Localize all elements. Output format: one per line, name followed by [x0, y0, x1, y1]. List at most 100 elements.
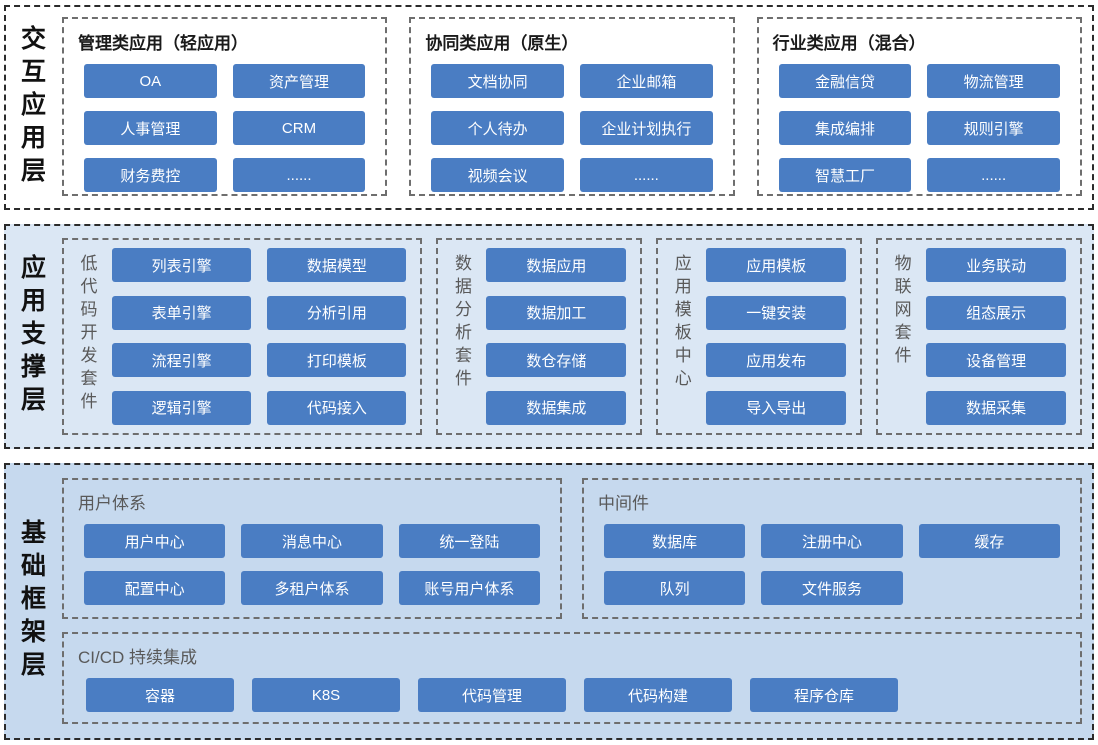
layer-basic-framework: 基础框架层 用户体系用户中心消息中心统一登陆配置中心多租户体系账号用户体系中间件…	[4, 463, 1094, 740]
suite-label: 应用模板中心	[668, 248, 694, 425]
button-grid: OA 资产管理人事管理 CRM 财务费控......	[78, 64, 371, 192]
framework-box: 用户体系用户中心消息中心统一登陆配置中心多租户体系账号用户体系	[62, 478, 562, 619]
button-grid: 应用模板一键安装应用发布导入导出	[702, 248, 850, 425]
application-section: 管理类应用（轻应用） OA 资产管理人事管理 CRM 财务费控......	[62, 17, 387, 196]
diagram-node-button: 数据加工	[486, 296, 626, 330]
diagram-node-button: 容器	[86, 678, 234, 712]
suite-box: 数据分析套件数据应用数据加工数仓存储数据集成	[436, 238, 642, 435]
diagram-node-button: 注册中心	[761, 524, 902, 558]
diagram-node-button: 缓存	[919, 524, 1060, 558]
diagram-node-button: OA	[84, 64, 217, 98]
box-title: CI/CD 持续集成	[78, 643, 1066, 668]
diagram-node-button: 集成编排	[779, 111, 912, 145]
button-grid: 用户中心消息中心统一登陆配置中心多租户体系账号用户体系	[78, 524, 546, 605]
diagram-node-button: 数据模型	[267, 248, 406, 282]
layer-label-interaction: 交互应用层	[6, 7, 56, 208]
diagram-node-button: 逻辑引擎	[112, 391, 251, 425]
diagram-node-button: 用户中心	[84, 524, 225, 558]
diagram-node-button: 数仓存储	[486, 343, 626, 377]
diagram-node-button: 列表引擎	[112, 248, 251, 282]
layer-label-text: 交互应用层	[19, 25, 44, 190]
diagram-node-button: 文档协同	[431, 64, 564, 98]
diagram-node-button: 账号用户体系	[399, 571, 540, 605]
suite-box: 应用模板中心应用模板一键安装应用发布导入导出	[656, 238, 862, 435]
diagram-node-button: ......	[927, 158, 1060, 192]
suite-label-text: 物联网套件	[893, 254, 910, 425]
diagram-node-button: ......	[580, 158, 713, 192]
diagram-node-button: 一键安装	[706, 296, 846, 330]
diagram-node-button: 打印模板	[267, 343, 406, 377]
button-grid: 数据库注册中心缓存队列文件服务	[598, 524, 1066, 605]
diagram-node-button: 消息中心	[241, 524, 382, 558]
suite-label: 物联网套件	[888, 248, 914, 425]
button-grid: 数据应用数据加工数仓存储数据集成	[482, 248, 630, 425]
box-title: 用户体系	[78, 489, 546, 514]
diagram-node-button: 智慧工厂	[779, 158, 912, 192]
diagram-node-button: 导入导出	[706, 391, 846, 425]
diagram-node-button: 统一登陆	[399, 524, 540, 558]
suite-label: 低代码开发套件	[74, 248, 100, 425]
layer-interaction-application: 交互应用层 管理类应用（轻应用）OA资产管理人事管理CRM财务费控......协…	[4, 5, 1094, 210]
framework-box: CI/CD 持续集成容器 K8S 代码管理代码构建程序仓库	[62, 632, 1082, 724]
suite-label-text: 低代码开发套件	[79, 254, 96, 425]
framework-box: 中间件数据库注册中心缓存队列文件服务	[582, 478, 1082, 619]
interaction-layer-body: 管理类应用（轻应用）OA资产管理人事管理CRM财务费控......协同类应用（原…	[56, 7, 1092, 208]
diagram-node-button: 设备管理	[926, 343, 1066, 377]
button-grid: 容器 K8S 代码管理代码构建程序仓库	[78, 678, 1066, 712]
suite-label-text: 数据分析套件	[453, 254, 470, 425]
diagram-node-button: 应用发布	[706, 343, 846, 377]
suite-box: 低代码开发套件列表引擎数据模型表单引擎分析引用流程引擎打印模板逻辑引擎代码接入	[62, 238, 422, 435]
application-section: 协同类应用（原生）文档协同企业邮箱个人待办企业计划执行视频会议......	[409, 17, 734, 196]
section-title: 行业类应用（混合）	[773, 29, 1066, 54]
diagram-node-button: 业务联动	[926, 248, 1066, 282]
diagram-node-button: 物流管理	[927, 64, 1060, 98]
diagram-node-button: 个人待办	[431, 111, 564, 145]
diagram-node-button: 流程引擎	[112, 343, 251, 377]
framework-top-row: 用户体系用户中心消息中心统一登陆配置中心多租户体系账号用户体系中间件数据库注册中…	[62, 478, 1082, 619]
framework-bottom-row: CI/CD 持续集成容器 K8S 代码管理代码构建程序仓库	[62, 632, 1082, 724]
diagram-node-button: 资产管理	[233, 64, 366, 98]
diagram-node-button: 数据应用	[486, 248, 626, 282]
diagram-node-button: 数据集成	[486, 391, 626, 425]
suite-label: 数据分析套件	[448, 248, 474, 425]
diagram-node-button: 视频会议	[431, 158, 564, 192]
layer-application-support: 应用支撑层 低代码开发套件列表引擎数据模型表单引擎分析引用流程引擎打印模板逻辑引…	[4, 224, 1094, 449]
button-grid: 列表引擎数据模型表单引擎分析引用流程引擎打印模板逻辑引擎代码接入	[108, 248, 410, 425]
diagram-node-button: 组态展示	[926, 296, 1066, 330]
diagram-node-button: 金融信贷	[779, 64, 912, 98]
diagram-node-button: K8S	[252, 678, 400, 712]
button-grid: 金融信贷物流管理集成编排规则引擎智慧工厂......	[773, 64, 1066, 192]
suite-label-text: 应用模板中心	[673, 254, 690, 425]
suite-box: 物联网套件业务联动组态展示设备管理数据采集	[876, 238, 1082, 435]
diagram-node-button: CRM	[233, 111, 366, 145]
diagram-node-button: 财务费控	[84, 158, 217, 192]
diagram-node-button: 代码构建	[584, 678, 732, 712]
diagram-node-button: 分析引用	[267, 296, 406, 330]
diagram-node-button: 程序仓库	[750, 678, 898, 712]
button-grid: 文档协同企业邮箱个人待办企业计划执行视频会议......	[425, 64, 718, 192]
box-title: 中间件	[598, 489, 1066, 514]
diagram-node-button: 企业邮箱	[580, 64, 713, 98]
diagram-node-button: 代码接入	[267, 391, 406, 425]
layer-label-text: 基础框架层	[19, 519, 44, 684]
diagram-node-button: 代码管理	[418, 678, 566, 712]
diagram-node-button: 多租户体系	[241, 571, 382, 605]
layer-label-support: 应用支撑层	[6, 226, 56, 447]
diagram-node-button: 应用模板	[706, 248, 846, 282]
diagram-node-button: 数据采集	[926, 391, 1066, 425]
diagram-node-button: 数据库	[604, 524, 745, 558]
application-section: 行业类应用（混合） 金融信贷物流管理集成编排规则引擎智慧工厂......	[757, 17, 1082, 196]
diagram-node-button: 文件服务	[761, 571, 902, 605]
section-title: 管理类应用（轻应用）	[78, 29, 371, 54]
layer-label-text: 应用支撑层	[19, 254, 44, 419]
diagram-node-button: 企业计划执行	[580, 111, 713, 145]
diagram-node-button: 表单引擎	[112, 296, 251, 330]
diagram-node-button: 队列	[604, 571, 745, 605]
support-layer-body: 低代码开发套件列表引擎数据模型表单引擎分析引用流程引擎打印模板逻辑引擎代码接入数…	[56, 226, 1092, 447]
diagram-node-button: ......	[233, 158, 366, 192]
layer-label-framework: 基础框架层	[6, 465, 56, 738]
diagram-node-button: 规则引擎	[927, 111, 1060, 145]
button-grid: 业务联动组态展示设备管理数据采集	[922, 248, 1070, 425]
diagram-node-button: 人事管理	[84, 111, 217, 145]
